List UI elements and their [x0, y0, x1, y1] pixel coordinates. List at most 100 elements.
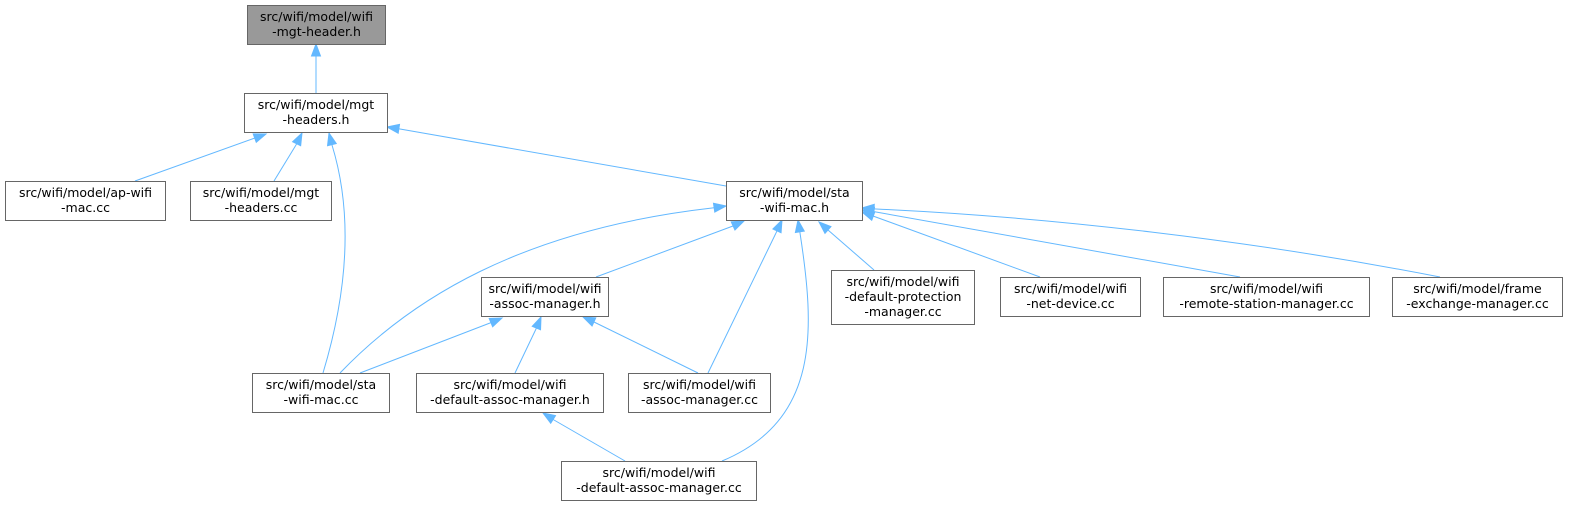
node-box[interactable]: [831, 270, 975, 325]
node-label-line: src/wifi/model/mgt: [258, 97, 374, 112]
edge-line: [595, 225, 734, 278]
node-n6[interactable]: src/wifi/model/wifi-assoc-manager.h: [481, 277, 609, 317]
node-n4[interactable]: src/wifi/model/sta-wifi-mac.cc: [252, 373, 390, 413]
node-label-line: src/wifi/model/wifi: [260, 9, 373, 24]
node-label-line: src/wifi/model/wifi: [489, 281, 602, 296]
node-label-line: -default-assoc-manager.h: [430, 392, 590, 407]
edge-line: [399, 128, 727, 187]
edge-n4-to-n5: [339, 202, 728, 374]
edge-line: [134, 137, 256, 182]
node-n13[interactable]: src/wifi/model/wifi-default-assoc-manage…: [561, 461, 757, 501]
node-label-line: src/wifi/model/wifi: [603, 465, 716, 480]
arrowhead-icon: [291, 131, 303, 147]
node-label-line: -headers.h: [283, 112, 350, 127]
node-box[interactable]: [247, 5, 386, 45]
arrowhead-icon: [310, 42, 322, 57]
node-box[interactable]: [628, 373, 771, 413]
edge-n4-to-n6: [359, 317, 504, 374]
node-n9[interactable]: src/wifi/model/wifi-remote-station-manag…: [1163, 277, 1370, 317]
node-n2[interactable]: src/wifi/model/ap-wifi-mac.cc: [5, 181, 166, 221]
node-label-line: -headers.cc: [225, 200, 298, 215]
edge-line: [553, 419, 626, 462]
node-label-line: -remote-station-manager.cc: [1179, 296, 1353, 311]
arrowhead-icon: [252, 133, 268, 144]
edge-line: [875, 211, 1241, 278]
node-label-line: src/wifi/model/sta: [739, 185, 849, 200]
node-box[interactable]: [5, 181, 166, 221]
node-label-line: src/wifi/model/wifi: [1210, 281, 1323, 296]
arrowhead-icon: [541, 412, 557, 425]
edge-line: [514, 328, 537, 374]
edge-n3-to-n1: [273, 131, 303, 182]
node-label-line: -mac.cc: [61, 200, 110, 215]
node-label-line: src/wifi/model/frame: [1413, 281, 1542, 296]
edge-line: [721, 232, 809, 462]
node-label-line: -wifi-mac.cc: [283, 392, 358, 407]
node-label-line: -assoc-manager.cc: [641, 392, 758, 407]
edge-line: [593, 321, 699, 374]
node-n11[interactable]: src/wifi/model/wifi-default-assoc-manage…: [416, 373, 604, 413]
arrowhead-icon: [488, 317, 504, 328]
edge-line: [707, 232, 777, 374]
node-label-line: -exchange-manager.cc: [1406, 296, 1549, 311]
edge-n11-to-n6: [514, 315, 542, 374]
node-label-line: -assoc-manager.h: [489, 296, 600, 311]
edge-n10-to-n5: [860, 203, 1441, 278]
node-n3[interactable]: src/wifi/model/mgt-headers.cc: [190, 181, 332, 221]
node-box[interactable]: [561, 461, 757, 501]
node-n8[interactable]: src/wifi/model/wifi-net-device.cc: [1000, 277, 1141, 317]
node-label-line: -default-protection: [845, 289, 962, 304]
edge-line: [875, 208, 1441, 278]
node-label-line: -net-device.cc: [1026, 296, 1114, 311]
edge-line: [359, 322, 491, 374]
node-box[interactable]: [726, 181, 863, 221]
edge-line: [872, 215, 1041, 278]
node-box[interactable]: [1163, 277, 1370, 317]
node-label-line: src/wifi/model/sta: [266, 377, 376, 392]
edge-n5-to-n1: [385, 123, 727, 187]
node-label-line: src/wifi/model/ap-wifi: [19, 185, 152, 200]
arrowhead-icon: [772, 218, 783, 234]
edge-n9-to-n5: [860, 206, 1241, 278]
arrowhead-icon: [817, 221, 832, 235]
node-label-line: -mgt-header.h: [272, 24, 361, 39]
edge-n13-to-n5: [721, 218, 809, 462]
node-box[interactable]: [252, 373, 390, 413]
node-label-line: src/wifi/model/mgt: [203, 185, 319, 200]
edge-line: [273, 144, 297, 182]
nodes-layer: src/wifi/model/wifi-mgt-header.hsrc/wifi…: [5, 5, 1563, 501]
node-n0[interactable]: src/wifi/model/wifi-mgt-header.h: [247, 5, 386, 45]
node-label-line: src/wifi/model/wifi: [643, 377, 756, 392]
node-n5[interactable]: src/wifi/model/sta-wifi-mac.h: [726, 181, 863, 221]
node-label-line: src/wifi/model/wifi: [847, 274, 960, 289]
node-box[interactable]: [416, 373, 604, 413]
arrowhead-icon: [860, 203, 875, 215]
arrowhead-icon: [730, 220, 746, 231]
node-box[interactable]: [481, 277, 609, 317]
node-box[interactable]: [190, 181, 332, 221]
edge-n13-to-n11: [541, 412, 626, 462]
node-label-line: -default-assoc-manager.cc: [576, 480, 742, 495]
edge-line: [322, 144, 346, 374]
node-label-line: -wifi-mac.h: [760, 200, 829, 215]
node-box[interactable]: [1392, 277, 1563, 317]
arrowhead-icon: [531, 315, 542, 331]
node-label-line: src/wifi/model/wifi: [1014, 281, 1127, 296]
edge-n8-to-n5: [860, 211, 1041, 278]
edge-n12-to-n5: [707, 218, 783, 374]
node-n7[interactable]: src/wifi/model/wifi-default-protection-m…: [831, 270, 975, 325]
edge-line: [339, 207, 713, 374]
node-n1[interactable]: src/wifi/model/mgt-headers.h: [244, 93, 388, 133]
node-n10[interactable]: src/wifi/model/frame-exchange-manager.cc: [1392, 277, 1563, 317]
edge-n12-to-n6: [581, 316, 699, 374]
arrowhead-icon: [712, 202, 728, 213]
node-box[interactable]: [1000, 277, 1141, 317]
node-n12[interactable]: src/wifi/model/wifi-assoc-manager.cc: [628, 373, 771, 413]
edge-line: [827, 229, 875, 271]
arrowhead-icon: [326, 131, 338, 147]
arrowhead-icon: [581, 316, 597, 327]
edge-n2-to-n1: [134, 133, 268, 182]
node-box[interactable]: [244, 93, 388, 133]
edges-layer: [134, 42, 1441, 462]
